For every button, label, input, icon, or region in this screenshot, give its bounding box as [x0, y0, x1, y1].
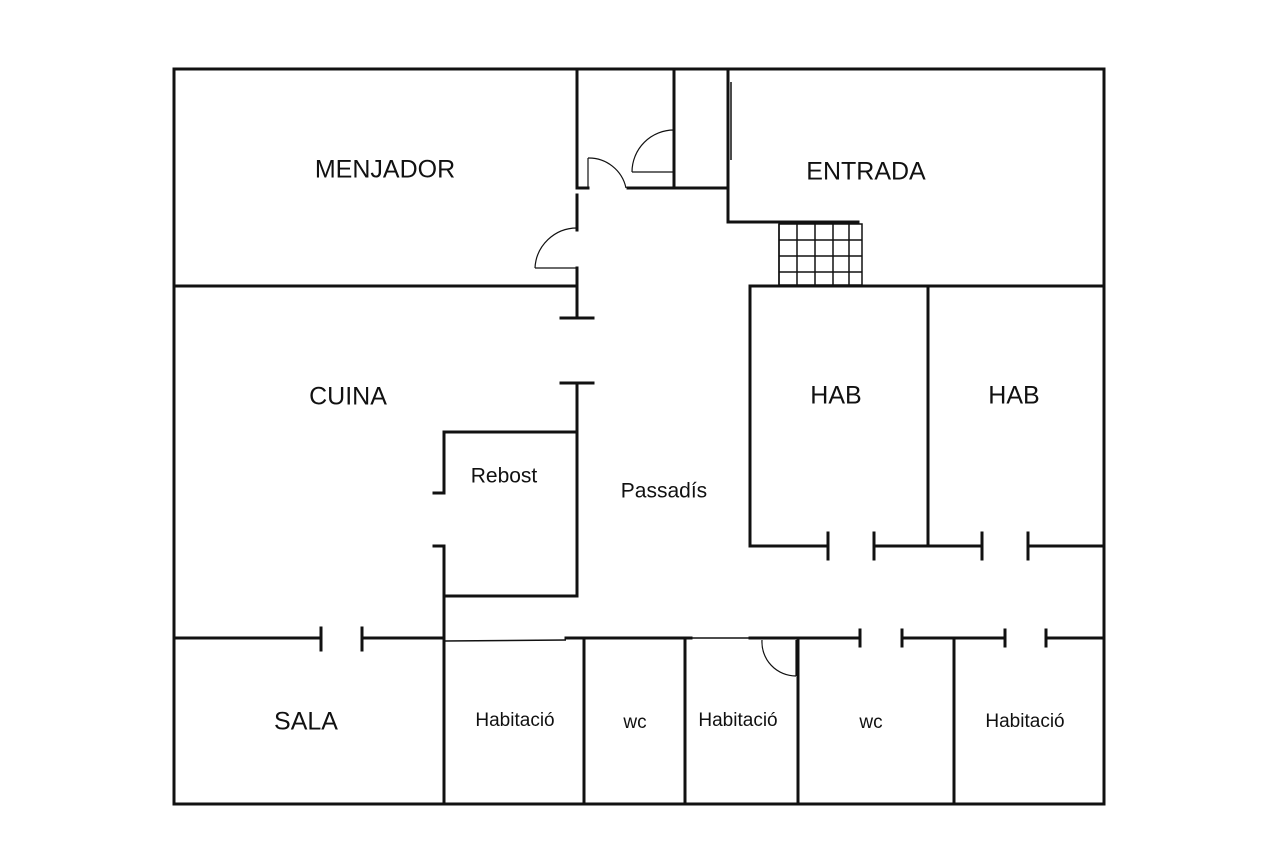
- room-label-rebost: Rebost: [471, 465, 538, 488]
- interior-walls: [172, 67, 1106, 806]
- room-label-wc-1: wc: [622, 712, 646, 733]
- door-swings: [534, 129, 797, 677]
- room-label-entrada: ENTRADA: [806, 158, 926, 186]
- room-label-sala: SALA: [274, 708, 338, 736]
- room-label-habitacio-3: Habitació: [985, 711, 1064, 732]
- room-label-habitacio-2: Habitació: [698, 710, 777, 731]
- outer-wall: [172, 67, 1106, 806]
- room-label-wc-2: wc: [858, 712, 882, 733]
- room-label-cuina: CUINA: [309, 383, 387, 411]
- room-label-passadis: Passadís: [621, 480, 707, 503]
- room-label-menjador: MENJADOR: [315, 156, 455, 184]
- room-label-habitacio-1: Habitació: [475, 710, 554, 731]
- room-label-hab-1: HAB: [810, 382, 861, 410]
- room-label-hab-2: HAB: [988, 382, 1039, 410]
- stairs: [778, 223, 863, 286]
